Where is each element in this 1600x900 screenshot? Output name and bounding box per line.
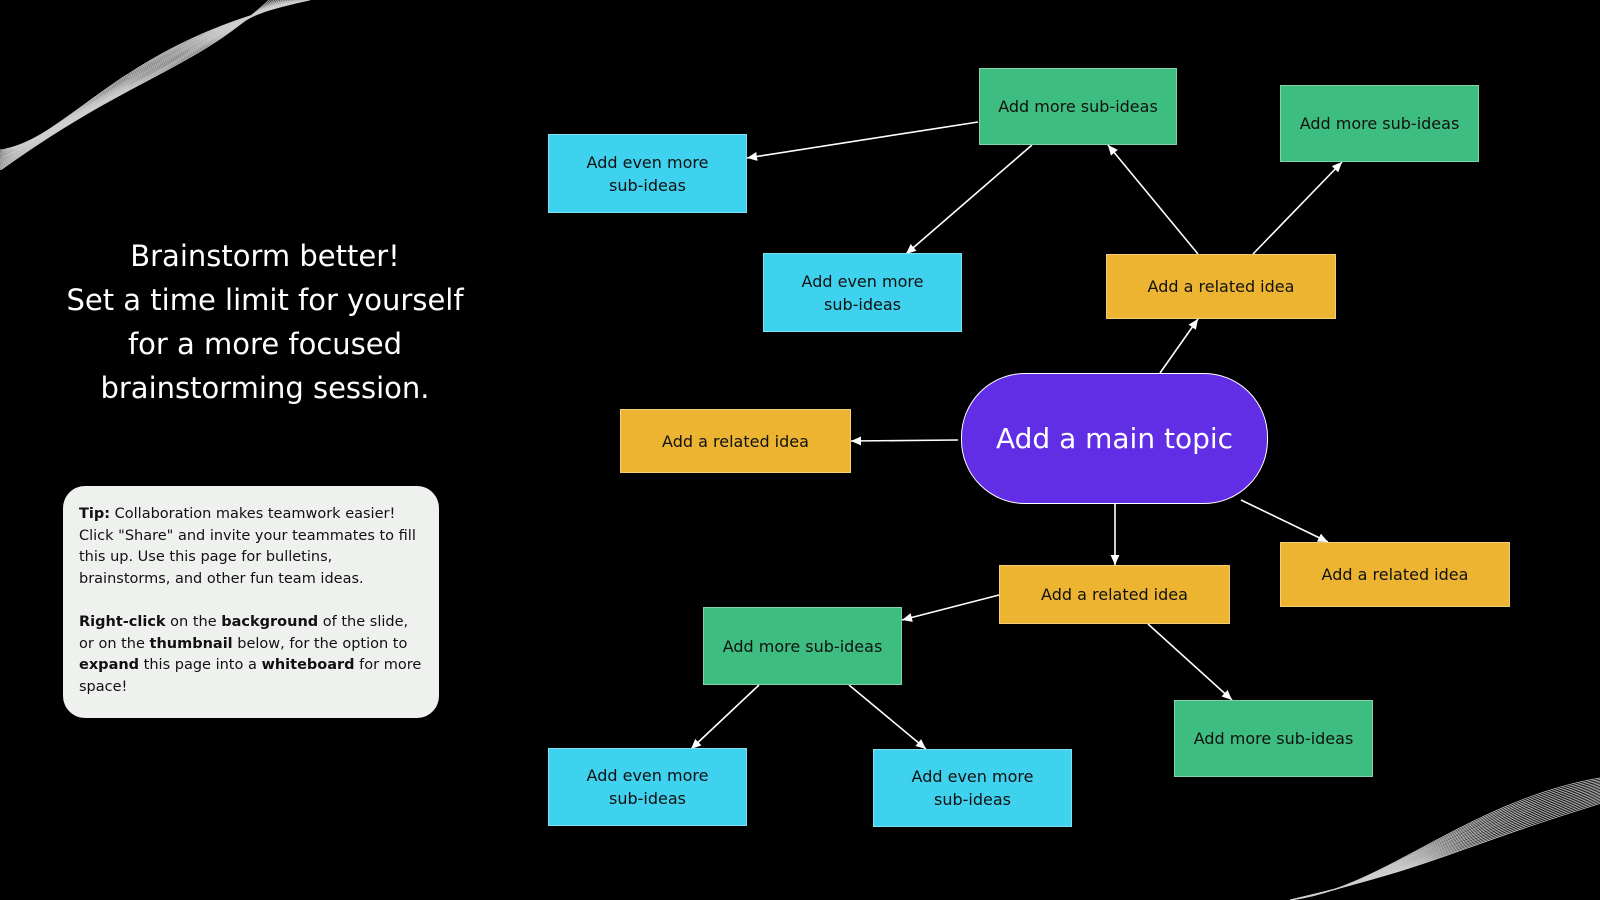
node-label: Add more sub-ideas [1299, 114, 1460, 133]
tip-text: on the [165, 613, 222, 630]
connector-arrow [850, 436, 959, 446]
tip-instructions: Right-click on the background of the sli… [79, 612, 423, 698]
connector-arrow [1240, 499, 1329, 543]
tip-bold-text: Right-click [79, 613, 166, 630]
node-label: Add even more sub-ideas [911, 767, 1034, 809]
headline-line: Set a time limit for yourself [66, 283, 464, 317]
connector-arrow [1159, 318, 1199, 374]
tip-text: below, for the option to [232, 635, 408, 652]
tip-label: Tip: [79, 506, 111, 522]
even-more-sub-ideas-node[interactable]: Add even more sub-ideas [763, 253, 962, 332]
tip-text: for more space! [79, 657, 422, 695]
tip-bold-text: whiteboard [261, 657, 355, 674]
tip-text: of the slide, or on the [79, 613, 409, 652]
related-idea-node[interactable]: Add a related idea [999, 565, 1230, 624]
node-label: Add a main topic [995, 422, 1234, 455]
sub-idea-node[interactable]: Add more sub-ideas [979, 68, 1177, 145]
connector-arrow [848, 684, 927, 750]
main-topic-node[interactable]: Add a main topic [961, 373, 1268, 504]
tip-text: Collaboration makes teamwork easier! Cli… [79, 506, 416, 587]
wave-line [1290, 803, 1600, 900]
connector-arrow [746, 121, 979, 161]
wave-decoration-top-left [0, 0, 311, 170]
node-label: Add even more sub-ideas [801, 271, 924, 314]
tip-bold-text: thumbnail [149, 635, 233, 652]
even-more-sub-ideas-node[interactable]: Add even more sub-ideas [873, 749, 1072, 827]
node-label: Add a related idea [1147, 277, 1295, 296]
sub-idea-node[interactable]: Add more sub-ideas [1280, 85, 1479, 162]
tip-bold-text: expand [79, 657, 140, 674]
connector-arrow [905, 144, 1033, 255]
headline-line: brainstorming session. [100, 371, 430, 405]
connector-arrow [1147, 623, 1233, 701]
node-label: Add more sub-ideas [722, 636, 883, 656]
node-label: Add more sub-ideas [1193, 729, 1354, 748]
even-more-sub-ideas-node[interactable]: Add even more sub-ideas [548, 134, 747, 213]
node-label: Add a related idea [662, 431, 809, 451]
wave-line [0, 0, 270, 170]
related-idea-node[interactable]: Add a related idea [1280, 542, 1510, 607]
node-label: Add more sub-ideas [998, 97, 1158, 116]
connector-arrow [1107, 144, 1199, 255]
node-label: Add a related idea [1041, 585, 1188, 604]
tip-card: Tip: Collaboration makes teamwork easier… [63, 486, 439, 718]
related-idea-node[interactable]: Add a related idea [620, 409, 851, 473]
node-label: Add a related idea [1321, 565, 1469, 584]
headline-line: for a more focused [127, 327, 403, 361]
node-label: Add even more sub-ideas [586, 152, 709, 195]
even-more-sub-ideas-node[interactable]: Add even more sub-ideas [548, 748, 747, 826]
connector-arrow [901, 594, 1000, 622]
node-label: Add even more sub-ideas [586, 766, 709, 808]
tip-paragraph: Tip: Collaboration makes teamwork easier… [79, 504, 423, 590]
wave-decoration-bottom-right [1290, 777, 1600, 900]
headline: Brainstorm better! Set a time limit for … [40, 234, 490, 410]
headline-line: Brainstorm better! [130, 239, 400, 273]
sub-idea-node[interactable]: Add more sub-ideas [1174, 700, 1373, 777]
connector-arrow [690, 684, 760, 750]
connector-arrow [1252, 161, 1343, 255]
related-idea-node[interactable]: Add a related idea [1106, 254, 1336, 319]
sub-idea-node[interactable]: Add more sub-ideas [703, 607, 902, 685]
tip-bold-text: background [221, 613, 319, 630]
tip-text: this page into a [139, 657, 262, 674]
